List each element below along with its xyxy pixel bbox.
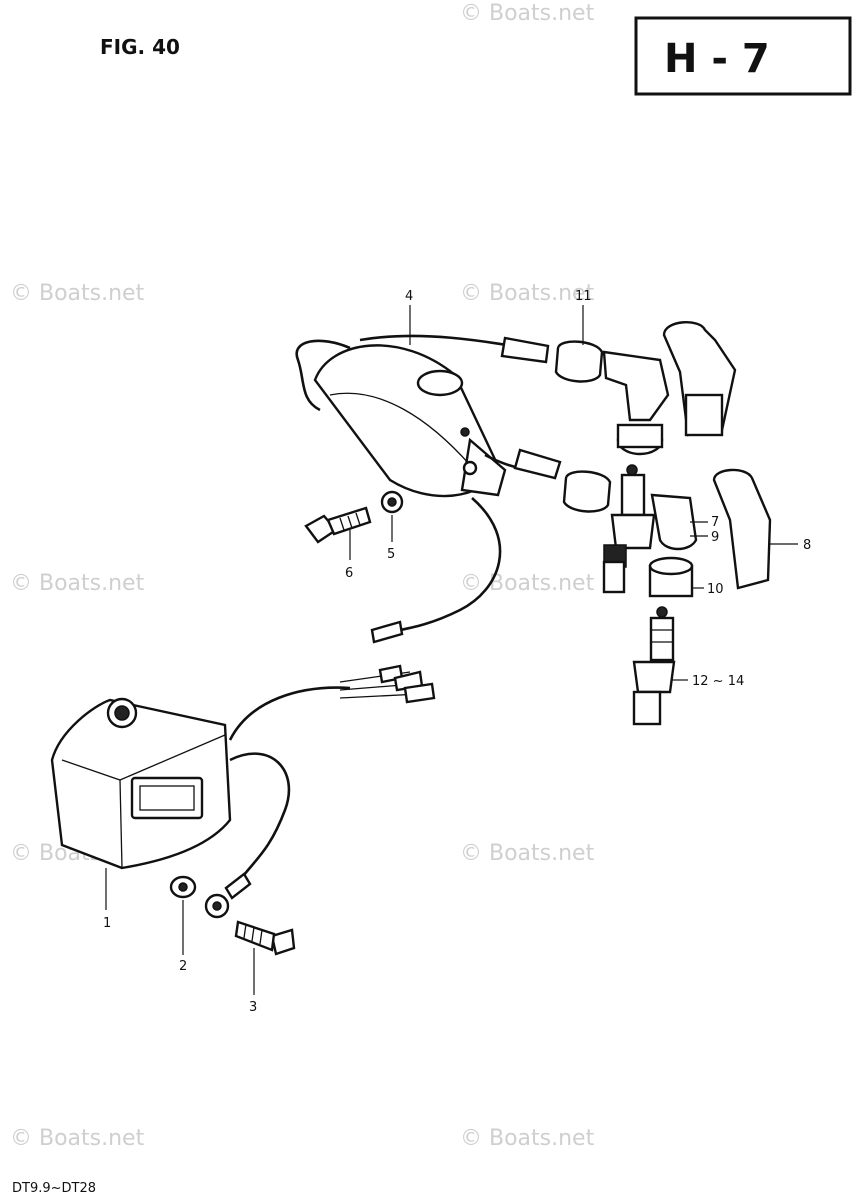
callout-1: 1 <box>103 916 111 931</box>
cdi-unit <box>50 664 436 919</box>
washer-2 <box>169 875 197 899</box>
spark-plug-upper <box>602 464 656 594</box>
callouts: 1 2 3 4 5 6 7 8 9 10 11 12 ~ 14 <box>103 289 811 1015</box>
figure-title: FIG. 40 <box>100 35 180 59</box>
watermarks: © Boats.net © Boats.net © Boats.net © Bo… <box>10 1 595 1151</box>
spark-plug-12-14 <box>632 606 676 726</box>
callout-7: 7 <box>711 515 719 530</box>
watermark: © Boats.net <box>460 1126 595 1151</box>
callout-11: 11 <box>575 289 592 304</box>
bolt-6 <box>304 506 372 544</box>
section-code: H - 7 <box>664 36 770 82</box>
watermark: © Boats.net <box>460 571 595 596</box>
callout-5: 5 <box>387 547 395 562</box>
watermark: © Boats.net <box>10 1126 145 1151</box>
callout-9: 9 <box>711 530 719 545</box>
callout-8: 8 <box>803 538 811 553</box>
watermark: © Boats.net <box>10 571 145 596</box>
section-code-box <box>634 16 852 96</box>
callout-4: 4 <box>405 289 413 304</box>
callout-12-14: 12 ~ 14 <box>692 674 744 689</box>
bolt-3 <box>234 920 296 956</box>
spark-plug-caps <box>554 321 772 598</box>
callout-6: 6 <box>345 566 353 581</box>
leader-lines <box>105 305 798 995</box>
callout-10: 10 <box>707 582 724 597</box>
watermark: © Boats.net <box>460 1 595 26</box>
ignition-coil <box>295 334 562 644</box>
callout-3: 3 <box>249 1000 257 1015</box>
watermark: © Boats.net <box>460 841 595 866</box>
callout-2: 2 <box>179 959 187 974</box>
watermark: © Boats.net <box>10 281 145 306</box>
model-range: DT9.9~DT28 <box>12 1181 96 1196</box>
washer-5 <box>380 490 404 514</box>
watermark: © Boats.net <box>460 281 595 306</box>
